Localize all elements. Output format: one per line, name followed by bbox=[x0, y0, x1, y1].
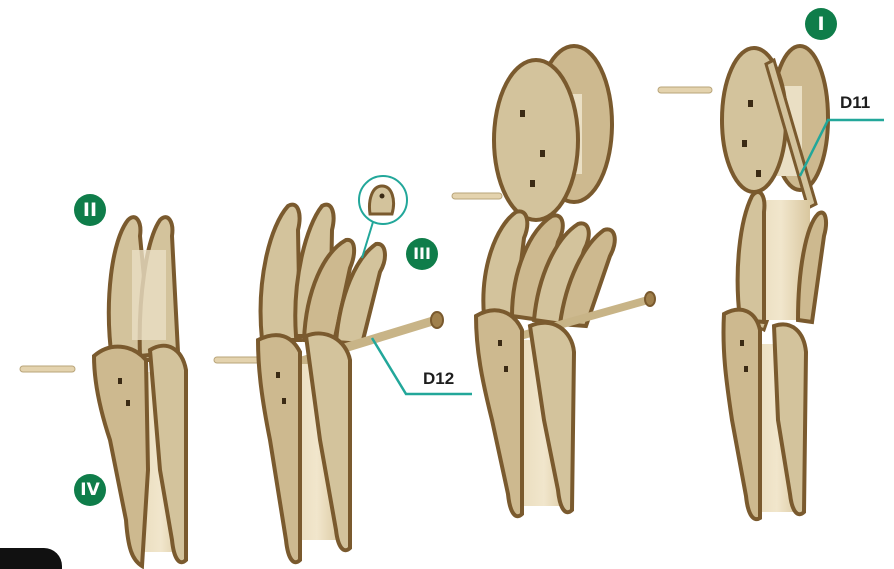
rod-end-cap bbox=[431, 312, 443, 328]
joint-disk bbox=[494, 60, 578, 220]
assembly-stage-3 bbox=[452, 46, 655, 516]
detail-hole bbox=[380, 194, 385, 199]
step-badge-ii: II bbox=[74, 194, 106, 226]
dowel-pin bbox=[658, 87, 712, 93]
rod-end-cap bbox=[645, 292, 655, 306]
dowel-pin bbox=[20, 366, 75, 372]
step-badge-i: I bbox=[805, 8, 837, 40]
finger-plate bbox=[738, 192, 765, 322]
detail-part bbox=[370, 186, 394, 214]
d12-leader-line bbox=[372, 338, 472, 394]
callout-d11: D11 bbox=[840, 93, 870, 113]
palm-plate bbox=[258, 335, 300, 562]
step-badge-iv: IV bbox=[74, 474, 106, 506]
assembly-stage-4 bbox=[658, 46, 884, 519]
page-corner-tab bbox=[0, 548, 62, 569]
step-badge-iii: III bbox=[406, 238, 438, 270]
dowel-pin bbox=[452, 193, 502, 199]
callout-d12: D12 bbox=[423, 369, 454, 389]
assembly-stage-1 bbox=[20, 217, 186, 566]
